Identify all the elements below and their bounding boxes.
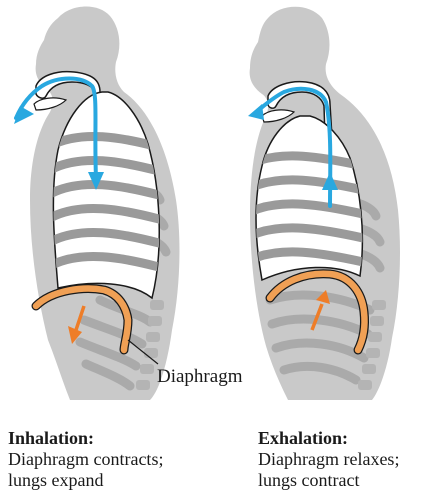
- breathing-diagram: Diaphragm: [0, 0, 426, 400]
- inhalation-title: Inhalation:: [8, 428, 208, 449]
- inhalation-line1: Diaphragm contracts;: [8, 449, 208, 470]
- inhalation-figure: [14, 6, 179, 400]
- exhalation-caption: Exhalation: Diaphragm relaxes; lungs con…: [258, 428, 426, 491]
- exhale-arrowhead-nose: [248, 104, 264, 120]
- exhalation-line1: Diaphragm relaxes;: [258, 449, 426, 470]
- exhalation-line2: lungs contract: [258, 470, 426, 491]
- inhalation-line2: lungs expand: [8, 470, 208, 491]
- exhalation-title: Exhalation:: [258, 428, 426, 449]
- inhalation-caption: Inhalation: Diaphragm contracts; lungs e…: [8, 428, 208, 491]
- diaphragm-label: Diaphragm: [157, 366, 243, 387]
- inhale-arrowhead-nose: [14, 106, 34, 124]
- exhalation-figure: [248, 7, 400, 400]
